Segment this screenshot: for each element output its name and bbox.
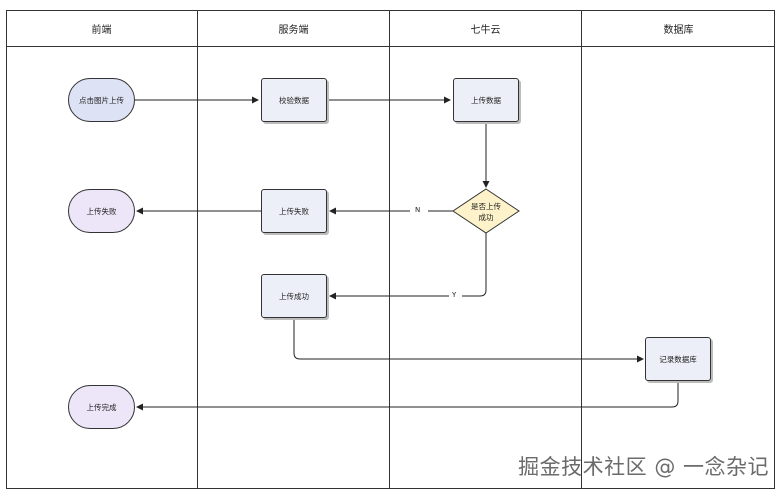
lane-divider-3 bbox=[581, 10, 582, 489]
upload-success-node: 上传成功 bbox=[261, 274, 327, 318]
lane-divider-1 bbox=[197, 10, 198, 489]
lane-header-database: 数据库 bbox=[663, 25, 694, 36]
validate-data-node: 校验数据 bbox=[261, 78, 327, 122]
swimlane-frame bbox=[6, 10, 775, 489]
edge-label-yes: Y bbox=[452, 291, 457, 299]
watermark: 掘金技术社区 @ 一念杂记 bbox=[518, 455, 769, 479]
decision-label-line1: 是否上传 bbox=[471, 202, 501, 211]
decision-label-line2: 成功 bbox=[478, 213, 494, 222]
upload-failed-server-node: 上传失败 bbox=[261, 189, 327, 233]
edge-label-no: N bbox=[415, 206, 421, 214]
lane-header-server: 服务端 bbox=[278, 25, 309, 36]
lane-header-qiniu: 七牛云 bbox=[470, 25, 501, 36]
lane-divider-2 bbox=[389, 10, 390, 489]
edge-decision-yes bbox=[330, 233, 487, 296]
decision-label: 是否上传 成功 bbox=[458, 198, 514, 226]
click-upload-node: 点击图片上传 bbox=[68, 78, 135, 122]
header-divider bbox=[6, 46, 775, 47]
edge-db-to-done bbox=[136, 381, 679, 411]
edge-success-to-db bbox=[293, 318, 644, 363]
upload-failed-front-node: 上传失败 bbox=[68, 189, 135, 233]
record-db-node: 记录数据库 bbox=[645, 337, 711, 381]
qiniu-upload-node: 上传数据 bbox=[453, 78, 519, 122]
upload-done-node: 上传完成 bbox=[68, 385, 135, 429]
lane-header-frontend: 前端 bbox=[91, 25, 112, 36]
